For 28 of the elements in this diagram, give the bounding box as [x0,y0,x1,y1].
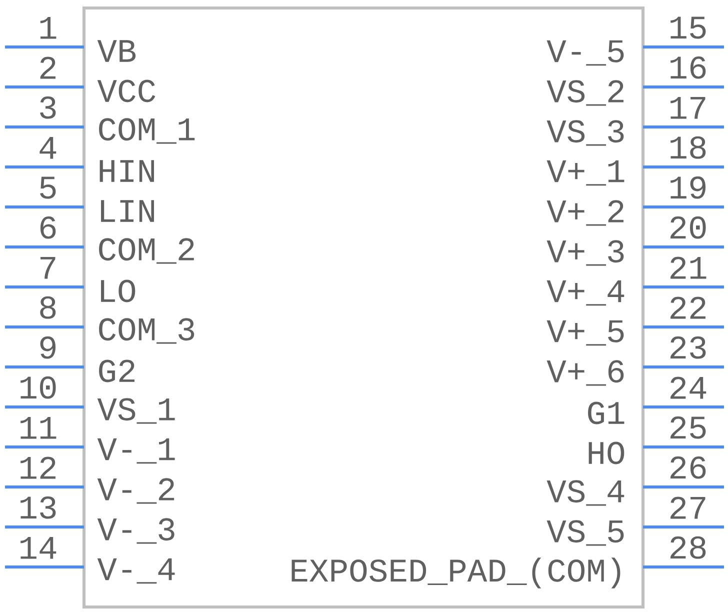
pin-name: COM_3 [99,318,194,344]
pin-name: V+_6 [546,360,624,386]
pin-name: HIN [100,160,154,182]
pin-name: HO [588,442,624,464]
pin-name: VCC [97,80,156,102]
pin-name: V+_1 [546,160,624,186]
pin-name: VS_3 [546,120,624,146]
pin-name: G2 [99,360,134,382]
pin-name: V-_2 [97,478,174,504]
pin-name: V-_3 [97,518,174,544]
pin-name: LIN [101,200,154,222]
pin-name: G1 [588,402,624,424]
pin-name: VB [97,40,136,62]
pin-name: VS_5 [546,520,624,546]
pin-name: COM_2 [99,238,194,264]
pin-name: LO [101,280,136,302]
pin-name: V+_4 [546,280,624,306]
pin-name: V-_4 [97,558,175,584]
pin-name: COM_1 [99,118,195,144]
pin-name: V+_3 [546,240,624,266]
pin-name: V-_5 [546,40,624,66]
pin-name: V+_5 [546,320,624,346]
pin-name: VS_1 [97,398,175,424]
pin-name: V+_2 [546,200,624,226]
pin-name: V-_1 [97,438,175,464]
pin-name: VS_2 [546,80,624,106]
pin-name: EXPOSED_PAD_(COM) [292,558,620,588]
pin-name: VS_4 [546,480,624,506]
